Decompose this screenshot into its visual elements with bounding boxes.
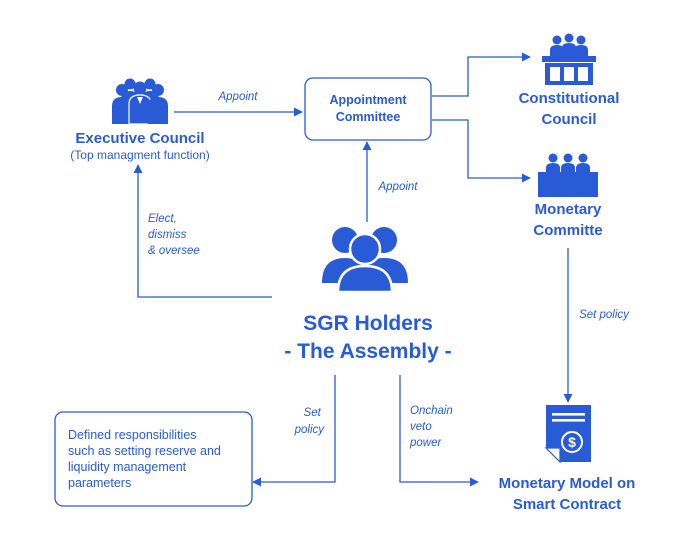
executive-council-title: Executive Council [75,130,204,147]
constitutional-council-line1: Constitutional [519,90,620,107]
sgr-holders-line1: SGR Holders [303,312,433,335]
edge-label-set-policy-right: Set policy [579,309,630,321]
connectors [133,52,573,487]
committee-desk-icon [538,153,598,197]
monetary-committe-line2: Committe [533,222,602,239]
edge-label-appoint-top: Appoint [217,91,258,103]
monetary-model-line2: Smart Contract [513,496,621,513]
monetary-committe-line1: Monetary [535,201,602,218]
edge-label-onchain-veto: Onchain veto power [409,405,456,449]
monetary-model-node: $ Monetary Model on Smart Contract [499,405,636,513]
group-of-people-icon [112,78,168,125]
council-bench-icon [542,33,596,85]
svg-text:$: $ [568,434,576,450]
edge-appointment-to-monetary [432,119,531,183]
edge-label-set-policy-left: Set policy [294,407,326,436]
executive-council-subtitle: (Top managment function) [70,148,209,162]
sgr-holders-line2: - The Assembly - [284,340,451,363]
edge-sgr-to-exec [133,164,272,298]
monetary-committe-node: Monetary Committe [533,153,603,239]
monetary-model-line1: Monetary Model on [499,475,636,492]
edge-appointment-to-constitutional [432,52,531,97]
responsibilities-text: Defined responsibilities such as setting… [68,428,224,490]
sgr-holders-node: SGR Holders - The Assembly - [284,227,452,363]
appointment-committee-line1: Appointment [329,93,407,107]
executive-council-node: Executive Council (Top managment functio… [70,78,210,162]
edge-label-elect: Elect, dismiss & oversee [148,213,200,257]
smart-contract-document-icon: $ [544,405,591,464]
constitutional-council-line2: Council [542,111,597,128]
constitutional-council-node: Constitutional Council [519,33,620,128]
appointment-committee-box [304,77,432,141]
edge-label-appoint-mid: Appoint [377,181,418,193]
responsibilities-node: Defined responsibilities such as setting… [54,411,253,507]
responsibilities-box [54,411,253,507]
edge-sgr-to-responsibilities [252,375,336,487]
edge-sgr-to-model [399,375,479,487]
people-group-icon [322,227,408,294]
appointment-committee-line2: Committee [336,110,401,124]
appointment-committee-node: Appointment Committee [304,77,432,141]
